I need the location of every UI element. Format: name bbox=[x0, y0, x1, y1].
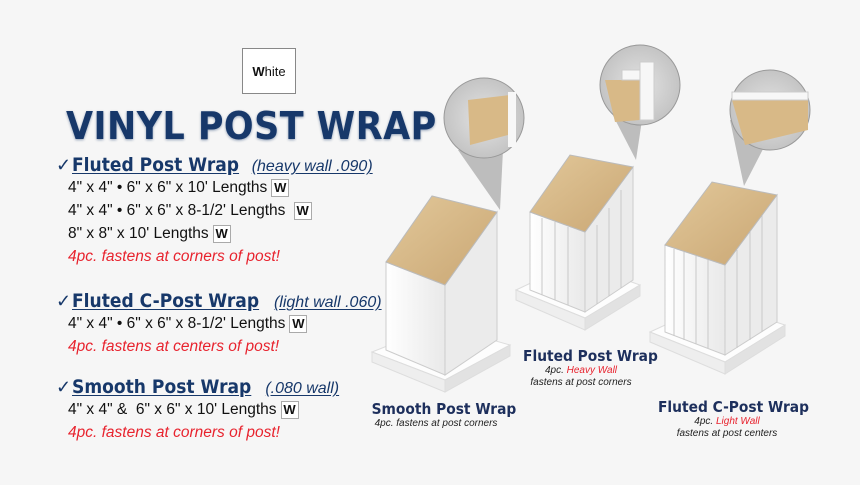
smooth-post-image bbox=[370, 77, 525, 393]
check-icon: ✓ bbox=[56, 155, 72, 175]
product-heading: ✓ Fluted Post Wrap (heavy wall .090) bbox=[56, 154, 373, 176]
product-name: Smooth Post Wrap bbox=[72, 376, 252, 398]
product-fluted-c-post-wrap: ✓ Fluted C-Post Wrap (light wall .060) 4… bbox=[56, 290, 382, 358]
product-name: Fluted Post Wrap bbox=[72, 154, 240, 176]
wall-type-highlight: Light Wall bbox=[715, 416, 760, 427]
caption-prefix: 4pc. bbox=[694, 416, 716, 427]
product-spec: (.080 wall) bbox=[265, 380, 340, 397]
product-heading: ✓ Smooth Post Wrap (.080 wall) bbox=[56, 376, 339, 398]
size-text: 8" x 8" x 10' Lengths bbox=[68, 224, 209, 242]
caption-detail: fastens at post centers bbox=[676, 428, 778, 439]
fluted-post-image bbox=[514, 44, 681, 331]
swatch-label: hite bbox=[264, 63, 286, 79]
product-spec: (heavy wall .090) bbox=[251, 158, 373, 175]
fluted-c-post-image bbox=[648, 69, 811, 375]
swatch-letter: W bbox=[252, 63, 265, 79]
product-smooth-post-wrap: ✓ Smooth Post Wrap (.080 wall) 4" x 4" &… bbox=[56, 376, 339, 444]
product-spec: (light wall .060) bbox=[273, 294, 382, 311]
caption-detail: 4pc. fastens at post corners bbox=[374, 418, 498, 429]
caption-detail: fastens at post corners bbox=[530, 377, 632, 388]
caption-detail: 4pc. Light Wall bbox=[652, 416, 802, 428]
caption-title: Smooth Post Wrap bbox=[371, 400, 517, 418]
caption-prefix: 4pc. bbox=[544, 365, 567, 376]
size-text: 4" x 4" • 6" x 6" x 10' Lengths bbox=[68, 178, 268, 196]
caption-smooth-post-wrap: Smooth Post Wrap 4pc. fastens at post co… bbox=[366, 400, 517, 430]
white-color-badge: W bbox=[289, 314, 308, 333]
white-color-badge: W bbox=[293, 201, 312, 220]
white-color-badge: W bbox=[212, 224, 231, 243]
size-text: 4" x 4" • 6" x 6" x 8-1/2' Lengths bbox=[68, 314, 286, 332]
size-text: 4" x 4" & 6" x 6" x 10' Lengths bbox=[68, 400, 277, 418]
product-heading: ✓ Fluted C-Post Wrap (light wall .060) bbox=[56, 290, 382, 312]
product-name: Fluted C-Post Wrap bbox=[72, 290, 260, 312]
check-icon: ✓ bbox=[56, 377, 72, 397]
size-line: 4" x 4" • 6" x 6" x 8-1/2' Lengths W bbox=[68, 199, 373, 222]
caption-title: Fluted Post Wrap bbox=[523, 347, 658, 365]
post-illustrations bbox=[370, 44, 811, 393]
product-fluted-post-wrap: ✓ Fluted Post Wrap (heavy wall .090) 4" … bbox=[56, 154, 373, 268]
wall-type-highlight: Heavy Wall bbox=[566, 365, 618, 376]
caption-title: Fluted C-Post Wrap bbox=[658, 398, 809, 416]
white-color-badge: W bbox=[280, 400, 299, 419]
size-text: 4" x 4" • 6" x 6" x 8-1/2' Lengths bbox=[68, 201, 290, 219]
fastening-note: 4pc. fastens at corners of post! bbox=[68, 247, 280, 265]
fastening-note: 4pc. fastens at centers of post! bbox=[68, 337, 280, 355]
caption-fluted-c-post-wrap: Fluted C-Post Wrap 4pc. Light Wall faste… bbox=[652, 398, 809, 440]
check-icon: ✓ bbox=[56, 291, 72, 311]
fastening-note: 4pc. fastens at corners of post! bbox=[68, 423, 280, 441]
page-title: VINYL POST WRAP bbox=[66, 104, 437, 148]
caption-fluted-post-wrap: Fluted Post Wrap 4pc. Heavy Wall fastens… bbox=[518, 347, 658, 389]
white-color-badge: W bbox=[271, 178, 290, 197]
caption-detail: 4pc. Heavy Wall bbox=[518, 365, 644, 377]
